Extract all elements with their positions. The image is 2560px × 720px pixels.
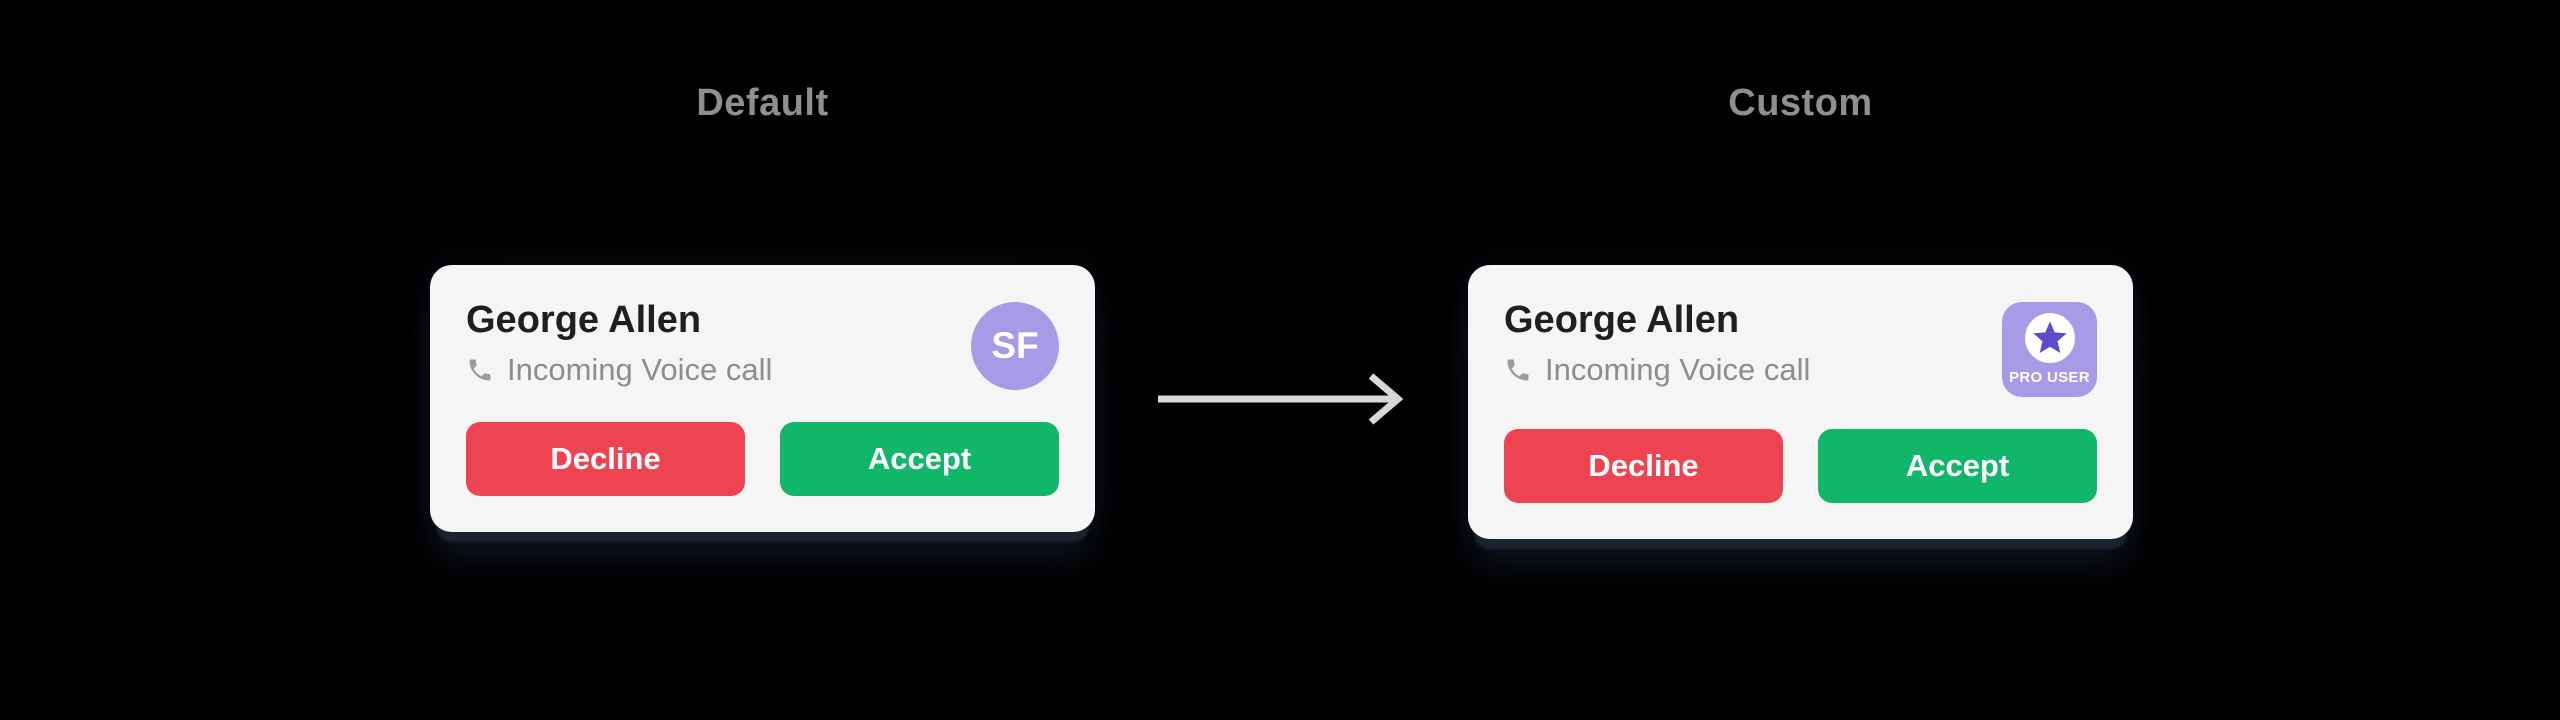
- decline-button[interactable]: Decline: [1504, 429, 1783, 503]
- call-status-text: Incoming Voice call: [507, 352, 773, 387]
- pro-user-badge: PRO USER: [2002, 302, 2097, 397]
- call-actions: Decline Accept: [466, 422, 1059, 496]
- caller-name: George Allen: [1504, 299, 1740, 341]
- call-actions: Decline Accept: [1504, 429, 2097, 503]
- incoming-call-card-default: George Allen Incoming Voice call SF Decl…: [430, 265, 1095, 532]
- accept-button[interactable]: Accept: [1818, 429, 2097, 503]
- card-info: George Allen Incoming Voice call: [1504, 298, 1810, 389]
- card-header: George Allen Incoming Voice call SF: [466, 298, 1059, 390]
- decline-button[interactable]: Decline: [466, 422, 745, 496]
- accept-button[interactable]: Accept: [780, 422, 1059, 496]
- phone-icon: [466, 356, 494, 384]
- call-status-row: Incoming Voice call: [466, 351, 772, 389]
- avatar-initials: SF: [991, 325, 1039, 366]
- section-label-default: Default: [696, 82, 829, 124]
- card-header: George Allen Incoming Voice call PRO USE…: [1504, 298, 2097, 397]
- avatar: SF: [971, 302, 1059, 390]
- call-status-text: Incoming Voice call: [1545, 352, 1811, 387]
- pro-user-label: PRO USER: [2009, 369, 2090, 386]
- star-icon: [2024, 313, 2075, 363]
- incoming-call-card-custom: George Allen Incoming Voice call PRO USE…: [1468, 265, 2133, 539]
- caller-name: George Allen: [466, 299, 702, 341]
- card-info: George Allen Incoming Voice call: [466, 298, 772, 389]
- section-label-custom: Custom: [1728, 82, 1873, 124]
- call-status-row: Incoming Voice call: [1504, 351, 1810, 389]
- phone-icon: [1504, 356, 1532, 384]
- arrow-right-icon: [1145, 349, 1407, 449]
